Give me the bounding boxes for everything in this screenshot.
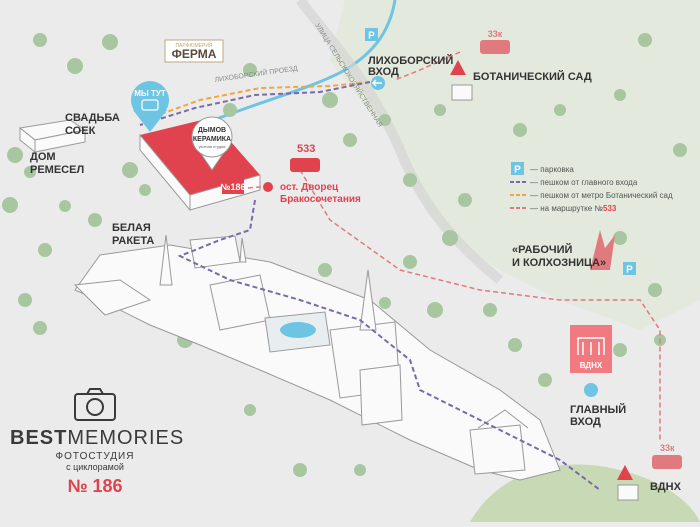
street-likhoborsky: ЛИХОБОРСКИЙ ПРОЕЗД bbox=[214, 63, 298, 84]
parking-icon-statue bbox=[623, 262, 636, 275]
statue-icon bbox=[590, 230, 615, 270]
svadba-1: СВАДЬБА bbox=[65, 112, 120, 124]
brand-number: № 186 bbox=[67, 476, 123, 496]
metro-botanic-name: БОТАНИЧЕСКИЙ САД bbox=[473, 70, 592, 83]
camera-icon bbox=[141, 99, 159, 111]
bus-icon-top bbox=[480, 40, 510, 54]
likhobor-entrance-2: ВХОД bbox=[368, 66, 399, 78]
legend-item-main: — пешком от главного входа bbox=[530, 178, 638, 187]
legend: P — парковка — пешком от главного входа … bbox=[510, 162, 673, 213]
bus-icon-bottom bbox=[652, 455, 682, 469]
legend-item-metro: — пешком от метро Ботанический сад bbox=[530, 191, 673, 200]
we-are-here-label: МЫ ТУТ bbox=[134, 89, 166, 98]
likhobor-entrance-1: ЛИХОБОРСКИЙ bbox=[368, 54, 453, 67]
arch bbox=[477, 409, 529, 429]
dymov-1: ДЫМОВ bbox=[198, 127, 226, 134]
metro-vdnh-name: ВДНХ bbox=[650, 481, 682, 493]
rabochiy-1: «РАБОЧИЙ bbox=[512, 243, 573, 256]
metro-botanic-letter: М bbox=[454, 65, 462, 75]
legend-item-parking: — парковка bbox=[530, 165, 574, 174]
brand-name-bold: BEST bbox=[10, 427, 68, 449]
vdnh-complex bbox=[73, 235, 561, 481]
brand-name-rest: MEMORIES bbox=[67, 427, 185, 449]
pavilion-spire bbox=[239, 237, 247, 263]
legend-parking-letter: P bbox=[514, 165, 521, 176]
houses bbox=[18, 119, 87, 154]
dom-remesel-1: ДОМ bbox=[30, 151, 56, 163]
belaya-2: РАКЕТА bbox=[112, 235, 154, 247]
main-walk-route-south bbox=[177, 199, 601, 491]
legend-parking-icon bbox=[511, 162, 524, 175]
ferma-sign bbox=[164, 39, 224, 63]
bus-stop-dot bbox=[263, 182, 273, 192]
dymov-3: уютная студия bbox=[199, 144, 226, 149]
pavilion-botanic bbox=[451, 84, 473, 101]
bus-center-label: 533 bbox=[297, 143, 315, 155]
rabochiy-2: И КОЛХОЗНИЦА» bbox=[512, 257, 606, 269]
svadba-2: СОЕК bbox=[65, 125, 96, 137]
main-entrance-arrow-icon bbox=[584, 383, 598, 397]
vdnh-logo-text: ВДНХ bbox=[580, 361, 603, 370]
camera-logo-icon bbox=[74, 388, 116, 421]
entrance-arrow bbox=[371, 79, 382, 87]
bus-bottom-label: 33к bbox=[660, 443, 675, 453]
building-number-badge bbox=[222, 178, 244, 194]
brand-name: BESTMEMORIES bbox=[10, 427, 183, 450]
road-selsko bbox=[296, 0, 504, 284]
pavilion-tower bbox=[359, 269, 377, 331]
bus-icon-center bbox=[290, 158, 320, 172]
trees bbox=[2, 33, 687, 477]
brand-block: BESTMEMORIES ФОТОСТУДИЯ с циклорамой № 1… bbox=[10, 388, 183, 497]
main-entrance-1: ГЛАВНЫЙ bbox=[570, 403, 626, 416]
parking-icon-top bbox=[365, 28, 378, 41]
building-number: №186 bbox=[220, 182, 245, 192]
pavilion-vdnh-metro bbox=[617, 484, 639, 501]
ferma-small: ПАРФЮМЕРИЯ bbox=[175, 43, 212, 49]
main-walk-route bbox=[139, 81, 371, 126]
bus-top-label: 33к bbox=[488, 29, 503, 39]
bus-stop-2: Бракосочетания bbox=[280, 194, 361, 205]
fountain bbox=[280, 322, 316, 338]
park-area-bottom bbox=[470, 464, 700, 522]
bus-stop-1: ост. Дворец bbox=[280, 182, 339, 193]
legend-item-bus: — на маршрутке №533 bbox=[530, 204, 617, 213]
metro-walk-route bbox=[149, 81, 371, 119]
metro-icon-vdnh bbox=[617, 465, 633, 480]
main-entrance-2: ВХОД bbox=[570, 416, 601, 428]
rocket bbox=[159, 234, 173, 286]
parking-letter-top: P bbox=[368, 31, 375, 42]
brand-line1: ФОТОСТУДИЯ bbox=[55, 451, 135, 462]
ferma-label: ФЕРМА bbox=[172, 47, 217, 61]
dom-remesel-2: РЕМЕСЕЛ bbox=[30, 164, 84, 176]
parking-letter-statue: P bbox=[626, 265, 633, 276]
dymov-2: КЕРАМИКА bbox=[193, 136, 231, 143]
brand-line2: с циклорамой bbox=[66, 462, 124, 472]
belaya-1: БЕЛАЯ bbox=[112, 222, 151, 234]
metro-icon-botanic bbox=[450, 60, 466, 75]
vdnh-logo-arch bbox=[577, 337, 605, 355]
